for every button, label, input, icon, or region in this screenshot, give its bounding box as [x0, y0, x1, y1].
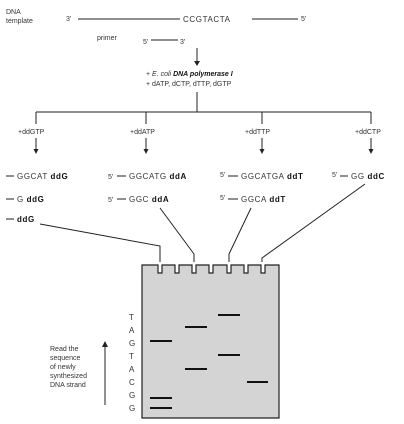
product-a1-prefix: 5' [108, 174, 113, 181]
product-t1-prefix: 5' [220, 172, 225, 179]
ladder-letter: T [129, 313, 135, 322]
read-direction-label: Read the sequence of newly synthesized D… [50, 346, 89, 389]
ladder-letter: C [129, 378, 135, 387]
column-label-ddctp: +ddCTP [355, 129, 381, 136]
product-t2-prefix: 5' [220, 195, 225, 202]
gel-slab [141, 264, 280, 419]
dna-template-label: DNA template [6, 9, 33, 25]
column-label-ddatp: +ddATP [130, 129, 155, 136]
ladder-letter: G [129, 391, 136, 400]
primer-5prime: 5' [143, 39, 148, 46]
reaction-arrowhead-top [194, 61, 200, 66]
column-arrows [33, 138, 374, 154]
product-a2-prefix: 5' [108, 197, 113, 204]
loading-connectors [39, 183, 366, 262]
gel-bands [150, 314, 268, 409]
product-t2: GGCA ddT [241, 195, 286, 204]
product-g1: GGCAT ddG [17, 172, 68, 181]
template-3prime: 3' [66, 16, 71, 23]
product-c1: GG ddC [351, 172, 385, 181]
ladder-letter: A [129, 365, 135, 374]
product-t1: GGCATGA ddT [241, 172, 303, 181]
product-g2: G ddG [17, 195, 44, 204]
sequence-ladder: T A G T A C G G [129, 313, 136, 413]
reaction-enzyme: + E. coli DNA polymerase I [146, 71, 234, 78]
dna-template-label-line2: template [6, 18, 33, 25]
template-sequence: CCGTACTA [183, 15, 231, 24]
ladder-letter: G [129, 404, 136, 413]
product-c1-prefix: 5' [332, 172, 337, 179]
dna-template-label-line1: DNA [6, 9, 21, 16]
read-direction-arrowhead [102, 341, 108, 347]
column-label-ddttp: +ddTTP [245, 129, 270, 136]
ladder-letter: A [129, 326, 135, 335]
primer-label: primer [97, 35, 118, 42]
product-a1: GGCATG ddA [129, 172, 187, 181]
column-label-ddgtp: +ddGTP [18, 129, 45, 136]
reaction-dntps: + dATP, dCTP, dTTP, dGTP [146, 81, 232, 88]
template-5prime: 5' [301, 16, 306, 23]
product-a2: GGC ddA [129, 195, 169, 204]
product-g3: ddG [17, 215, 35, 224]
ladder-letter: T [129, 352, 135, 361]
ladder-letter: G [129, 339, 136, 348]
primer-3prime: 3' [180, 39, 185, 46]
